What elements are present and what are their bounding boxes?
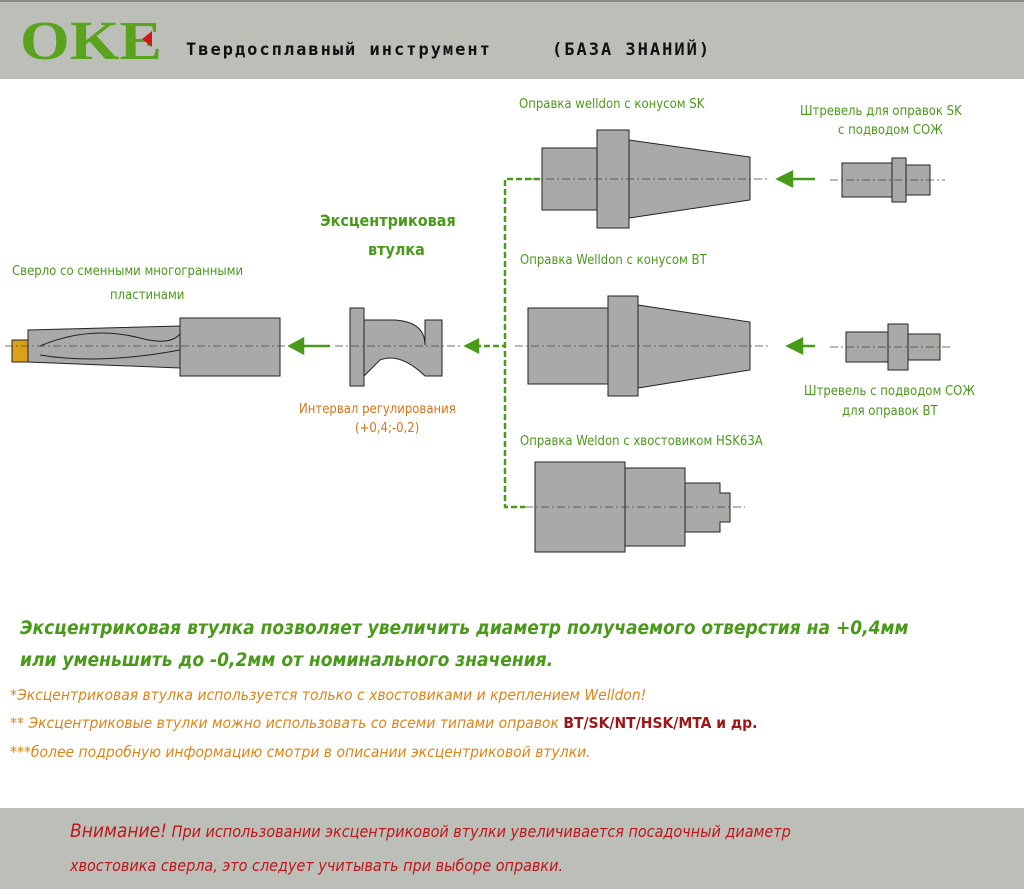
note-1: *Эксцентриковая втулка используется толь… [10,686,647,704]
arrow-icon [785,336,804,356]
drill-drawing [11,317,281,377]
arrow-icon [463,337,480,355]
note-2-holders: BT/SK/NT/HSK/MTA и др. [563,714,758,732]
pull-stud-sk-label-2: с подводом СОЖ [838,123,943,138]
range-value: (+0,4;-0,2) [355,421,420,436]
note-2-text: ** Эксцентриковые втулки можно использов… [10,714,564,732]
header: OKE Твердосплавный инструмент (БАЗА ЗНАН… [0,0,1024,79]
bt-holder-drawing [527,295,751,397]
note-2: ** Эксцентриковые втулки можно использов… [10,714,757,732]
tooling-diagram [5,129,950,553]
drill-label-line2: пластинами [110,288,185,303]
warning-line2: хвостовика сверла, это следует учитывать… [70,856,564,875]
hsk-holder-drawing [534,461,731,553]
sleeve-title-line2: втулка [368,240,425,259]
warning-label: Внимание! [70,820,168,842]
warning-line1: Внимание! При использовании эксцентриков… [70,820,791,842]
pull-stud-sk-label-1: Штревель для оправок SK [800,104,962,119]
warning-text: При использовании эксцентриковой втулки … [167,822,791,841]
footer: Внимание! При использовании эксцентриков… [0,808,1024,889]
bt-pull-stud-drawing [845,323,941,371]
main-text-line2: или уменьшить до -0,2мм от номинального … [20,649,554,671]
main-text-line1: Эксцентриковая втулка позволяет увеличит… [20,617,909,639]
arrow-icon [287,336,305,356]
pull-stud-bt-label-1: Штревель с подводом СОЖ [804,384,975,399]
holder-sk-label: Оправка welldon с конусом SK [519,97,705,112]
sk-holder-drawing [541,129,751,229]
range-label: Интервал регулирования [299,402,456,417]
holder-bt-label: Оправка Welldon с конусом BT [520,253,707,268]
page-subtitle: (БАЗА ЗНАНИЙ) [552,40,712,60]
holder-hsk-label: Оправка Weldon с хвостовиком HSK63A [520,434,763,449]
note-3: ***более подробную информацию смотри в о… [10,743,591,761]
page-title: Твердосплавный инструмент [186,40,492,60]
arrow-icon [775,169,794,189]
oke-logo: OKE [20,16,162,62]
eccentric-sleeve-drawing [349,307,443,387]
drill-label-line1: Сверло со сменными многогранными [12,264,244,279]
sleeve-title-line1: Эксцентриковая [320,211,456,230]
svg-text:OKE: OKE [20,16,162,62]
pull-stud-bt-label-2: для оправок BT [842,404,938,419]
